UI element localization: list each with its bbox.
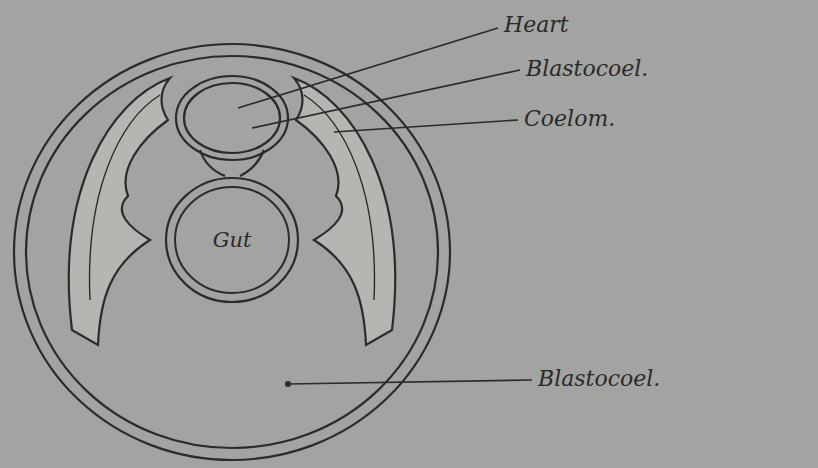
- coelom-lining: [304, 95, 374, 300]
- heart-outline: [176, 76, 288, 160]
- inner-wall: [26, 56, 438, 448]
- part-label: Coelom.: [524, 106, 615, 131]
- leader-line: [288, 380, 532, 384]
- mesentery: [240, 150, 264, 176]
- part-label: Blastocoel.: [526, 56, 648, 81]
- organ-label: Gut: [213, 228, 252, 252]
- leader-line: [334, 120, 518, 132]
- part-label: Heart: [504, 12, 569, 37]
- mesentery: [200, 150, 225, 176]
- gut-circle: Gut: [164, 176, 300, 304]
- heart-inner: [184, 83, 280, 153]
- outer-wall: [14, 44, 450, 460]
- part-label: Blastocoel.: [538, 366, 660, 391]
- leader-line: [252, 70, 520, 128]
- leader-dot: [285, 381, 291, 387]
- coelom-right: [294, 78, 395, 345]
- coelom-lining: [90, 95, 160, 300]
- leader-line: [238, 28, 498, 108]
- coelom-left: [69, 78, 170, 345]
